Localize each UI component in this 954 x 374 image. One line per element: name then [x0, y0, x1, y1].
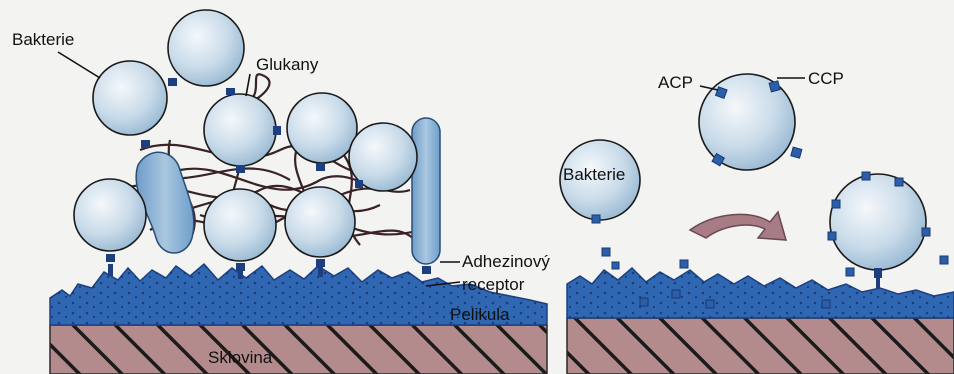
bacteria-label-right: Bakterie [563, 165, 625, 184]
enamel-left [50, 325, 547, 374]
curved-arrow-icon [690, 212, 786, 240]
pellicle-label: Pelikula [450, 305, 510, 324]
enamel-label: Sklovina [208, 348, 273, 367]
ccp-label: CCP [808, 69, 844, 88]
coccus-bacteria-left [74, 10, 417, 261]
acp-label: ACP [658, 73, 693, 92]
bacteria-label-left: Bakterie [12, 30, 74, 49]
pellicle-right [567, 268, 954, 318]
right-connectors [874, 268, 882, 288]
adhesin-receptor-label-line1: Adhezinový [462, 252, 550, 271]
enamel-right [567, 318, 954, 374]
rod-bacterium-right [412, 118, 440, 264]
glucans-label: Glukany [256, 55, 319, 74]
adhesin-receptor-label-line2: receptor [462, 275, 525, 294]
rod-bacterium-left [136, 152, 194, 253]
